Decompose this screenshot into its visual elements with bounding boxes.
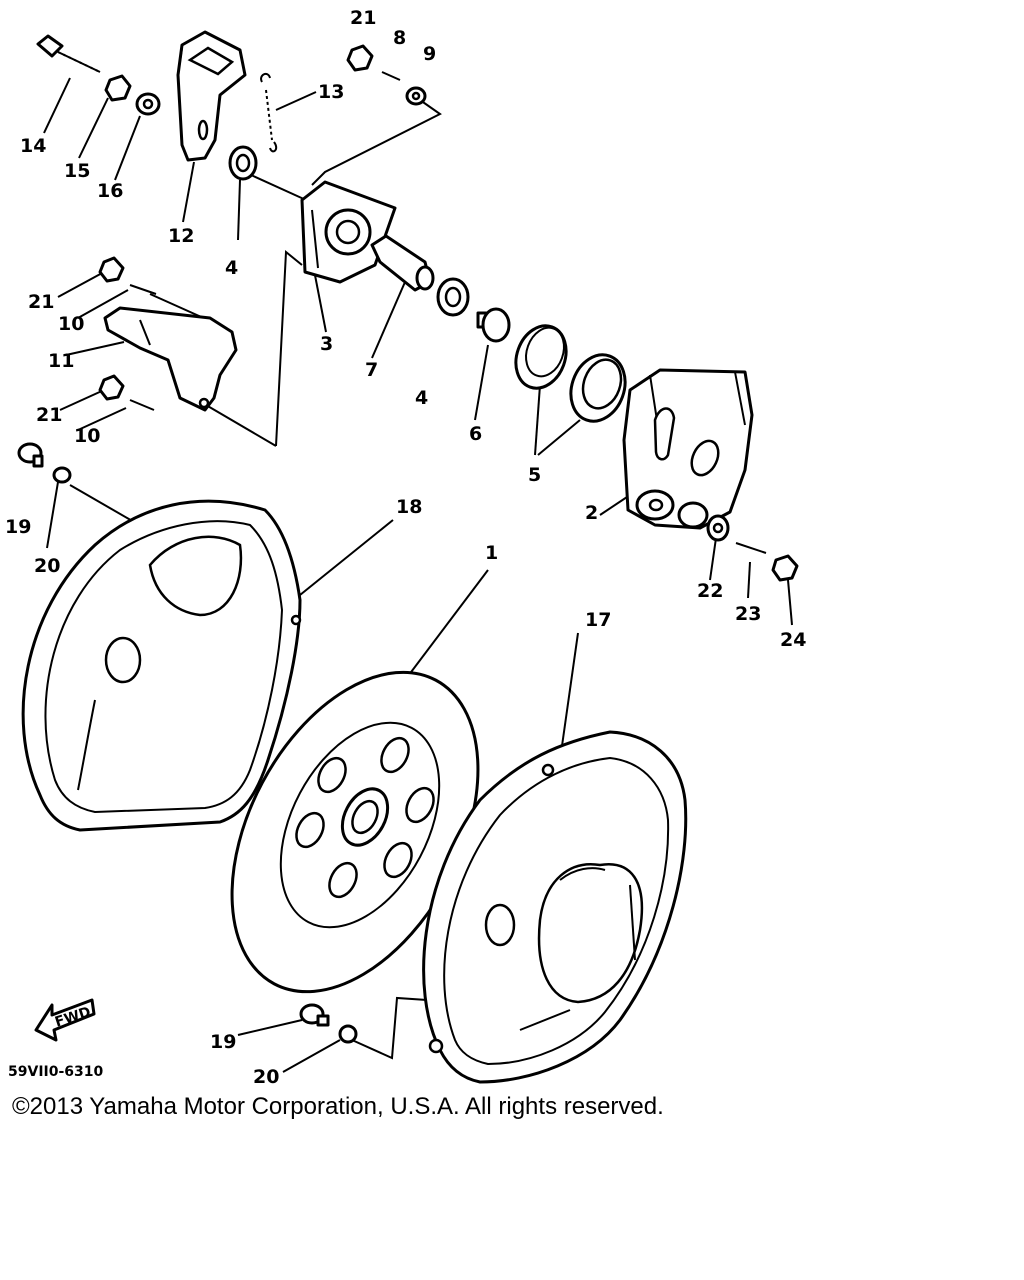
- cam-housing-3: [300, 180, 397, 284]
- nut-21-low: [98, 374, 125, 401]
- label-12: 12: [168, 225, 194, 247]
- label-19-upper: 19: [5, 516, 31, 538]
- label-11: 11: [48, 350, 74, 372]
- nut-24: [771, 554, 799, 582]
- copyright-notice: ©2013 Yamaha Motor Corporation, U.S.A. A…: [12, 1093, 664, 1120]
- label-15: 15: [64, 160, 90, 182]
- washer-22: [706, 514, 730, 542]
- label-8: 8: [393, 27, 406, 49]
- brake-shield-18: [21, 499, 302, 832]
- label-21-mid: 21: [28, 291, 54, 313]
- nut-21-mid: [98, 256, 125, 283]
- nut-21-top: [346, 44, 374, 72]
- washer-20-upper: [52, 466, 72, 484]
- oil-seal-4b: [436, 277, 470, 317]
- label-5: 5: [528, 464, 541, 486]
- spring-13: [260, 72, 278, 153]
- bolt-8: [381, 71, 401, 81]
- label-2: 2: [585, 502, 598, 524]
- bracket-11: [103, 306, 238, 412]
- label-3: 3: [320, 333, 333, 355]
- washer-16: [135, 92, 161, 116]
- label-10-lower: 10: [74, 425, 100, 447]
- label-21-top: 21: [350, 7, 376, 29]
- label-18: 18: [396, 496, 422, 518]
- pin-6: [476, 307, 511, 343]
- label-6: 6: [469, 423, 482, 445]
- nut-15: [104, 74, 132, 102]
- label-20-upper: 20: [34, 555, 60, 577]
- label-19-lower: 19: [210, 1031, 236, 1053]
- label-22: 22: [697, 580, 723, 602]
- bolt-23: [735, 542, 767, 554]
- backing-plate-17: [422, 730, 688, 1084]
- cam-shaft-7: [370, 234, 435, 292]
- label-9: 9: [423, 43, 436, 65]
- bolt-14: [36, 34, 101, 73]
- washer-9: [405, 86, 427, 106]
- stud-10-upper: [129, 284, 157, 295]
- stud-10-lower: [129, 399, 155, 411]
- label-13: 13: [318, 81, 344, 103]
- label-17: 17: [585, 609, 611, 631]
- label-4-left: 4: [225, 257, 238, 279]
- label-14: 14: [20, 135, 46, 157]
- washer-20-lower: [338, 1024, 358, 1044]
- caliper-2: [622, 368, 754, 530]
- oil-seal-4a: [228, 145, 258, 181]
- label-23: 23: [735, 603, 761, 625]
- fwd-label: FWD: [53, 1004, 93, 1031]
- label-16: 16: [97, 180, 123, 202]
- diagram-code: 59VII0-6310: [8, 1064, 104, 1080]
- brake-lever-12: [176, 30, 247, 162]
- part-labels: 21 8 9 13 14 15 16 12 4 3 21 10 11 21 10…: [5, 7, 806, 1088]
- label-24: 24: [780, 629, 806, 651]
- bolt-19-lower: [299, 1003, 330, 1027]
- brake-assembly-diagram: FWD 21 8 9 13 14 15 16 12 4 3 21 10 11 2…: [5, 7, 806, 1088]
- brake-pad-5a: [514, 324, 568, 390]
- bolt-19-upper: [17, 442, 44, 468]
- label-7: 7: [365, 359, 378, 381]
- label-20-lower: 20: [253, 1066, 279, 1088]
- label-10-upper: 10: [58, 313, 84, 335]
- label-4-right: 4: [415, 387, 428, 409]
- brake-pad-5b: [569, 353, 627, 423]
- label-21-low: 21: [36, 404, 62, 426]
- fwd-arrow-icon: FWD: [34, 998, 96, 1042]
- brake-disc-1: [230, 670, 480, 994]
- label-1: 1: [485, 542, 498, 564]
